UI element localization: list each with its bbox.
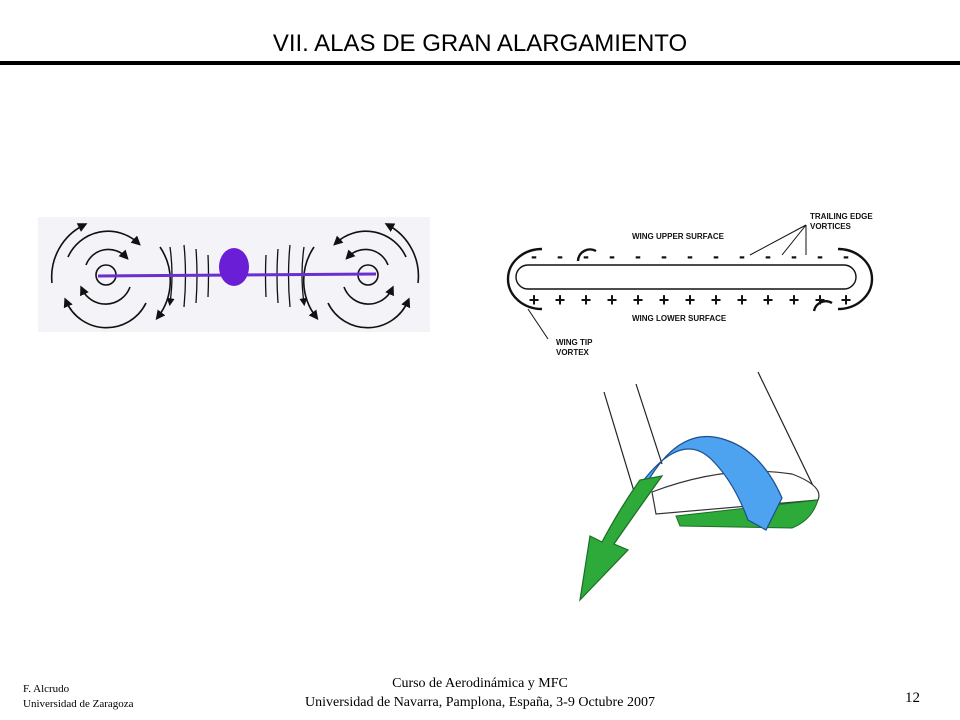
left-tip-vortex [50,223,172,329]
author-affiliation: Universidad de Zaragoza [23,698,134,710]
minus-sign-7: - [687,246,693,266]
vortex-sheet-front-view [38,217,430,332]
slide-title: VII. ALAS DE GRAN ALARGAMIENTO [272,30,688,57]
plus-sign-7: + [685,290,696,310]
author-name: F. Alcrudo [23,683,70,695]
plus-sign-5: + [633,290,644,310]
wing-section [515,264,857,290]
minus-sign-1: - [531,246,537,266]
minus-sign-9: - [739,246,745,266]
plus-sign-12: + [815,290,826,310]
plus-sign-10: + [763,290,774,310]
plus-sign-2: + [555,290,566,310]
minus-sign-2: - [557,246,563,266]
plus-sign-11: + [789,290,800,310]
fuselage [219,248,249,286]
plus-sign-1: + [529,290,540,310]
lower-surface-label: WING LOWER SURFACE [632,314,727,323]
upper-surface-label: WING UPPER SURFACE [632,232,725,241]
lower-surface-pressure-signs: + + + + + + + + + + + + + [529,290,852,310]
minus-sign-6: - [661,246,667,266]
downwash-arrow [579,475,664,602]
trailing-edge-label-line2: VORTICES [810,222,852,231]
plus-sign-9: + [737,290,748,310]
plus-sign-6: + [659,290,670,310]
right-tip-vortex [302,223,420,329]
plus-sign-3: + [581,290,592,310]
wing-pressure-diagram: TRAILING EDGE VORTICES WING UPPER SURFAC… [506,212,874,357]
wingtip-vortex-illustration [579,371,820,602]
page-number: 12 [905,690,920,706]
title-underline [0,61,960,65]
trailing-edge-label-line1: TRAILING EDGE [810,212,873,221]
minus-sign-8: - [713,246,719,266]
plus-sign-13: + [841,290,852,310]
course-event: Universidad de Navarra, Pamplona, España… [305,695,655,710]
upper-surface-suction-signs: ------------- [531,246,849,266]
footer-author-block: F. Alcrudo Universidad de Zaragoza [23,682,134,712]
minus-sign-11: - [791,246,797,266]
wing-tip-label-line2: VORTEX [556,348,590,357]
wing-tip-label-line1: WING TIP [556,338,593,347]
minus-sign-13: - [843,246,849,266]
plus-sign-8: + [711,290,722,310]
minus-sign-5: - [635,246,641,266]
course-name: Curso de Aerodinámica y MFC [392,676,568,691]
plus-sign-4: + [607,290,618,310]
tip-vortex-arcs [506,247,874,312]
streamlines [603,371,819,499]
minus-sign-3: - [583,246,589,266]
footer-course-block: Curso de Aerodinámica y MFC Universidad … [280,674,680,712]
minus-sign-12: - [817,246,823,266]
minus-sign-4: - [609,246,615,266]
minus-sign-10: - [765,246,771,266]
upper-flow-ribbon [625,435,783,531]
pointer-lines [527,224,807,340]
